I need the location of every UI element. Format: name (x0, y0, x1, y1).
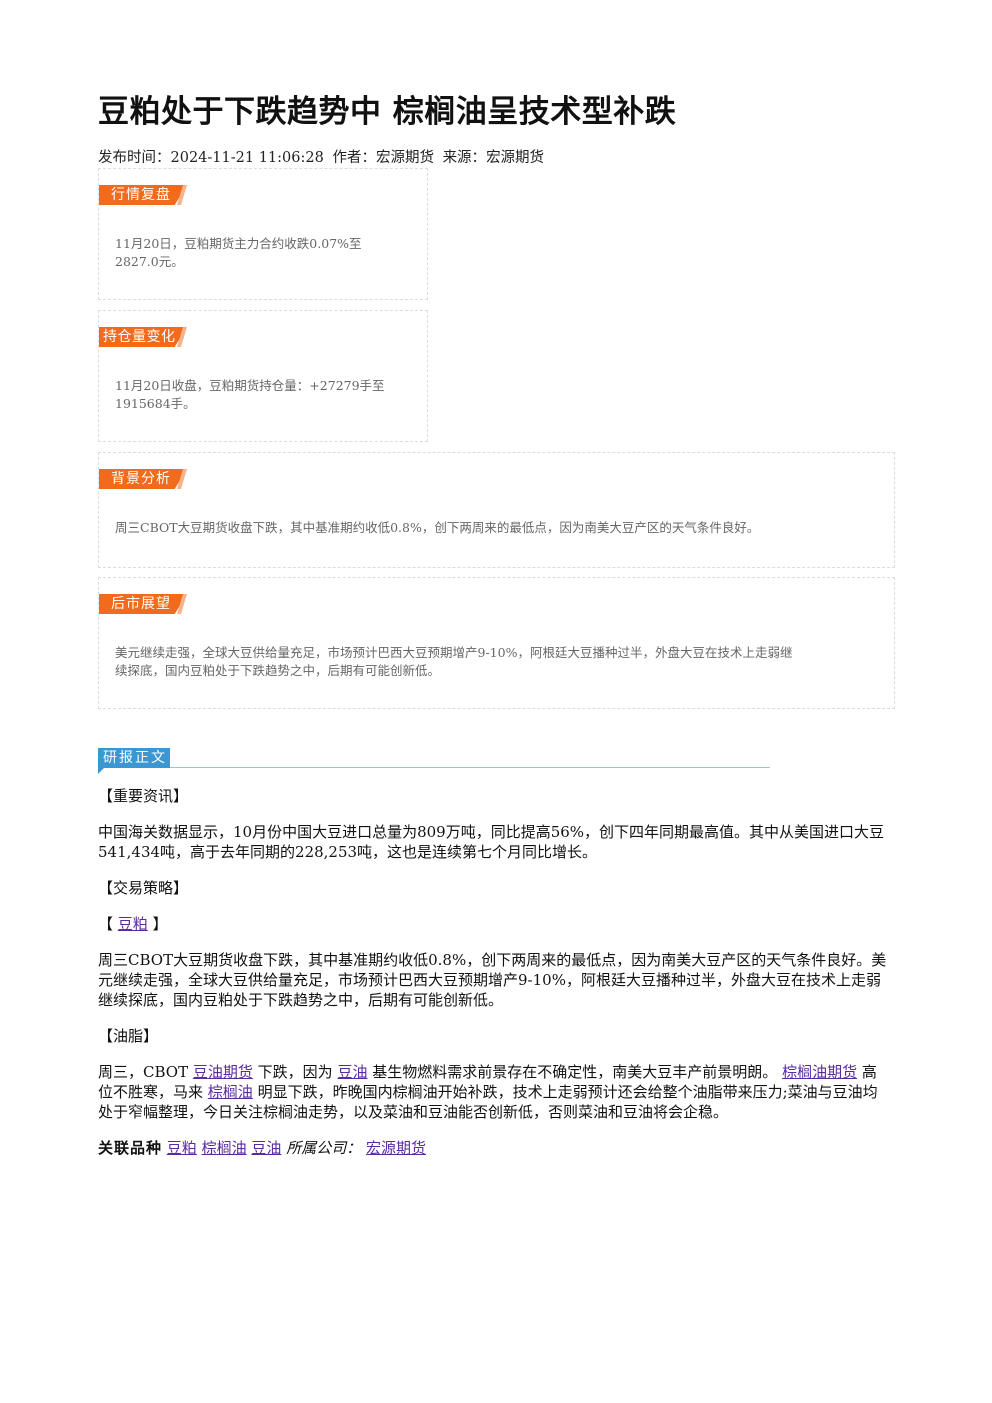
oil-text-2: 下跌，因为 (257, 1063, 333, 1081)
outlook-tag: 后市展望 (99, 594, 187, 614)
related-item-palm-oil[interactable]: 棕榈油 (201, 1139, 247, 1157)
tag-tail-decoration (177, 469, 187, 489)
bracket-close: 】 (152, 915, 168, 933)
report-tag: 研报正文 (98, 748, 170, 768)
background-text: 周三CBOT大豆期货收盘下跌，其中基准期约收低0.8%，创下两周来的最低点，因为… (115, 520, 760, 535)
palm-oil-link[interactable]: 棕榈油 (207, 1083, 253, 1101)
publish-label: 发布时间： (98, 150, 171, 166)
background-tag: 背景分析 (99, 469, 187, 489)
position-change-line-1: 11月20日收盘，豆粕期货持仓量：+27279手至 (115, 378, 385, 393)
outlook-card: 后市展望 美元继续走强，全球大豆供给量充足，市场预计巴西大豆预期增产9-10%，… (98, 577, 895, 709)
related-item-soybean-oil[interactable]: 豆油 (251, 1139, 282, 1157)
related-products: 关联品种 豆粕 棕榈油 豆油 所属公司： 宏源期货 (98, 1138, 898, 1158)
position-change-tag: 持仓量变化 (99, 327, 187, 347)
meal-heading: 【 豆粕 】 (98, 914, 898, 934)
author-label: 作者： (332, 150, 376, 166)
company-link[interactable]: 宏源期货 (365, 1139, 426, 1157)
oil-text-4: 高位不胜寒，马来 (98, 1063, 877, 1101)
market-review-tag: 行情复盘 (99, 185, 187, 205)
soybean-oil-futures-link[interactable]: 豆油期货 (192, 1063, 253, 1081)
position-change-card: 持仓量变化 11月20日收盘，豆粕期货持仓量：+27279手至 1915684手… (98, 310, 428, 442)
related-label: 关联品种 (98, 1139, 163, 1157)
news-paragraph: 中国海关数据显示，10月份中国大豆进口总量为809万吨，同比提高56%，创下四年… (98, 823, 885, 861)
outlook-text: 美元继续走强，全球大豆供给量充足，市场预计巴西大豆预期增产9-10%，阿根廷大豆… (115, 644, 885, 680)
tag-tail-decoration (177, 594, 187, 614)
source-label: 来源： (442, 150, 487, 166)
oil-text-3: 基生物燃料需求前景存在不确定性，南美大豆丰产前景明朗。 (372, 1063, 778, 1081)
report-tag-notch (98, 768, 104, 774)
report-divider (170, 767, 770, 768)
company-label: 所属公司： (286, 1139, 362, 1157)
oil-paragraph: 周三，CBOT 豆油期货 下跌，因为 豆油 基生物燃料需求前景存在不确定性，南美… (98, 1062, 890, 1122)
outlook-line-2: 续探底，国内豆粕处于下跌趋势之中，后期有可能创新低。 (115, 663, 441, 678)
strategy-heading: 【交易策略】 (98, 879, 189, 897)
author-name: 宏源期货 (375, 150, 434, 166)
market-review-line-1: 11月20日，豆粕期货主力合约收跌0.07%至 (115, 236, 362, 251)
tag-tail-decoration (177, 327, 187, 347)
soybean-oil-link[interactable]: 豆油 (337, 1063, 368, 1081)
oil-text-1: 周三，CBOT (98, 1063, 189, 1081)
market-review-card: 行情复盘 11月20日，豆粕期货主力合约收跌0.07%至 2827.0元。 (98, 168, 428, 300)
market-review-line-2: 2827.0元。 (115, 254, 184, 269)
position-change-text: 11月20日收盘，豆粕期货持仓量：+27279手至 1915684手。 (115, 377, 385, 413)
oil-heading: 【油脂】 (98, 1027, 159, 1045)
news-heading: 【重要资讯】 (98, 787, 189, 805)
market-review-text: 11月20日，豆粕期货主力合约收跌0.07%至 2827.0元。 (115, 235, 362, 271)
publish-time: 2024-11-21 11:06:28 (170, 150, 324, 166)
meal-paragraph: 周三CBOT大豆期货收盘下跌，其中基准期约收低0.8%，创下两周来的最低点，因为… (98, 951, 887, 1009)
soybean-meal-link[interactable]: 豆粕 (117, 915, 148, 933)
source-name: 宏源期货 (486, 150, 545, 166)
tag-tail-decoration (177, 185, 187, 205)
background-card: 背景分析 周三CBOT大豆期货收盘下跌，其中基准期约收低0.8%，创下两周来的最… (98, 452, 895, 568)
article-title: 豆粕处于下跌趋势中 棕榈油呈技术型补跌 (98, 94, 677, 130)
bracket-open: 【 (98, 915, 114, 933)
article-meta: 发布时间：2024-11-21 11:06:28 作者：宏源期货 来源：宏源期货 (98, 146, 548, 167)
related-item-soybean-meal[interactable]: 豆粕 (166, 1139, 197, 1157)
palm-oil-futures-link[interactable]: 棕榈油期货 (782, 1063, 858, 1081)
position-change-line-2: 1915684手。 (115, 396, 196, 411)
oil-text-5: 明显下跌，昨晚国内棕榈油开始补跌，技术上走弱预计还会给整个油脂带来压力;菜油与豆… (98, 1083, 878, 1121)
report-section-header: 研报正文 (98, 748, 770, 774)
outlook-line-1: 美元继续走强，全球大豆供给量充足，市场预计巴西大豆预期增产9-10%，阿根廷大豆… (115, 645, 793, 660)
